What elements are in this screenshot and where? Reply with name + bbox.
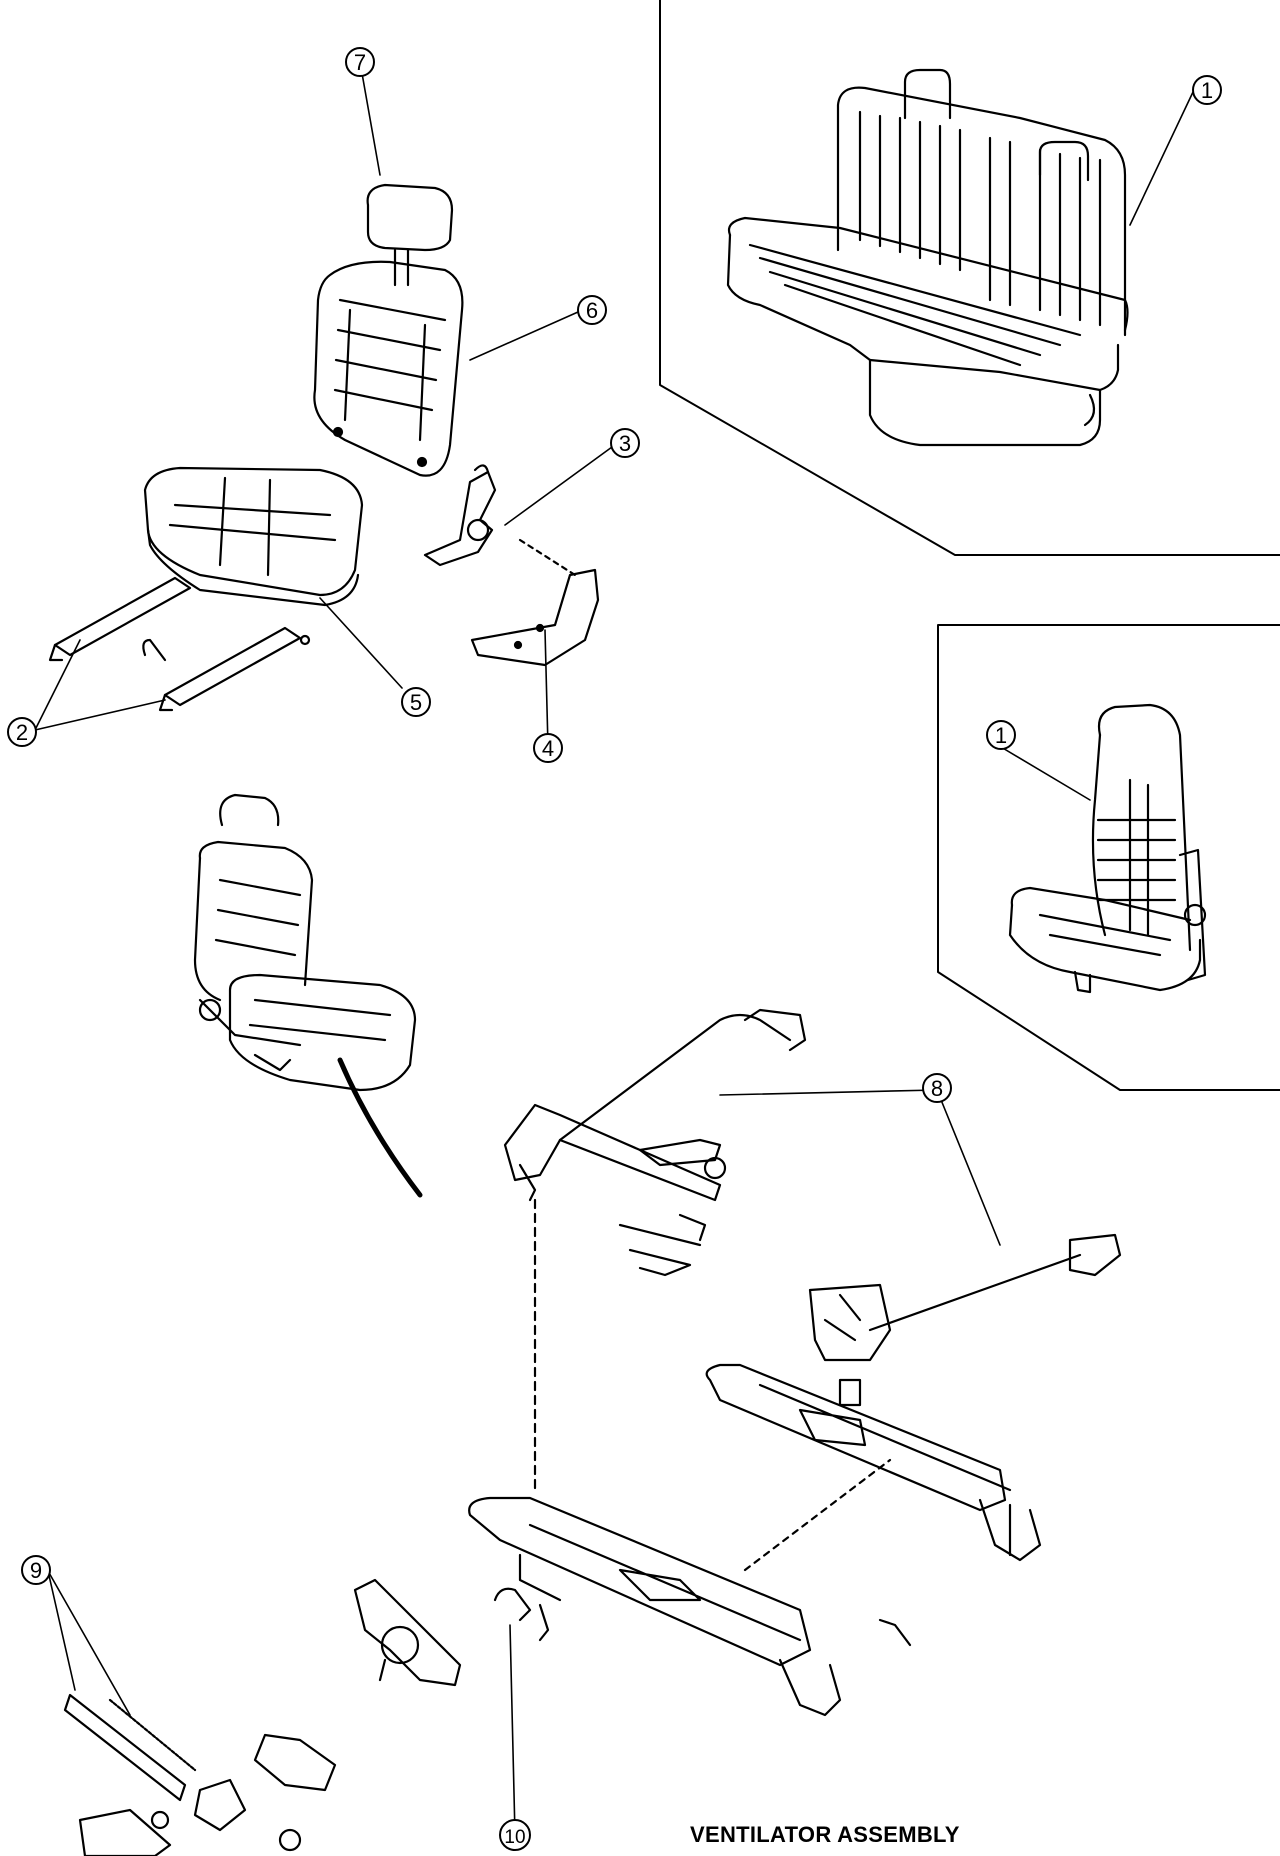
callout-1-bucket-number: 1 [995, 723, 1007, 748]
small-parts-illustration [63, 1578, 550, 1856]
seat-track-illustration [48, 576, 311, 712]
callout-2-number: 2 [16, 720, 28, 745]
cushion-illustration [143, 466, 364, 607]
bench-seat-panel [659, 0, 1280, 556]
callout-1-bucket: 1 [986, 720, 1016, 750]
callout-3-number: 3 [619, 431, 631, 456]
callout-6-number: 6 [586, 298, 598, 323]
callout-7-number: 7 [354, 50, 366, 75]
callout-5: 5 [401, 687, 431, 717]
callout-5-number: 5 [410, 690, 422, 715]
callout-1-bench-number: 1 [1201, 78, 1213, 103]
assembled-seat-illustration [193, 793, 423, 1198]
callout-8: 8 [922, 1073, 952, 1103]
callout-1-bench: 1 [1192, 75, 1222, 105]
adjuster-mechanism-illustration [468, 1008, 1122, 1717]
bucket-seat-panel [937, 624, 1280, 1091]
callout-9: 9 [21, 1555, 51, 1585]
recliner-illustration [423, 464, 497, 567]
callout-7: 7 [345, 47, 375, 77]
bucket-seat-illustration [1008, 703, 1207, 994]
callout-10-number: 10 [504, 1827, 525, 1848]
callout-9-number: 9 [30, 1558, 42, 1583]
callout-8-number: 8 [931, 1076, 943, 1101]
headrest-illustration [366, 183, 454, 287]
leader-lines [34, 61, 1194, 1836]
callout-10: 10 [499, 1819, 531, 1851]
callout-4: 4 [533, 733, 563, 763]
callout-3: 3 [610, 428, 640, 458]
seatback-illustration [313, 260, 464, 477]
bracket-illustration [470, 538, 600, 667]
callout-2: 2 [7, 717, 37, 747]
diagram-caption: VENTILATOR ASSEMBLY [690, 1822, 960, 1847]
callout-6: 6 [577, 295, 607, 325]
bench-seat-illustration [726, 68, 1129, 447]
callout-4-number: 4 [542, 736, 554, 761]
